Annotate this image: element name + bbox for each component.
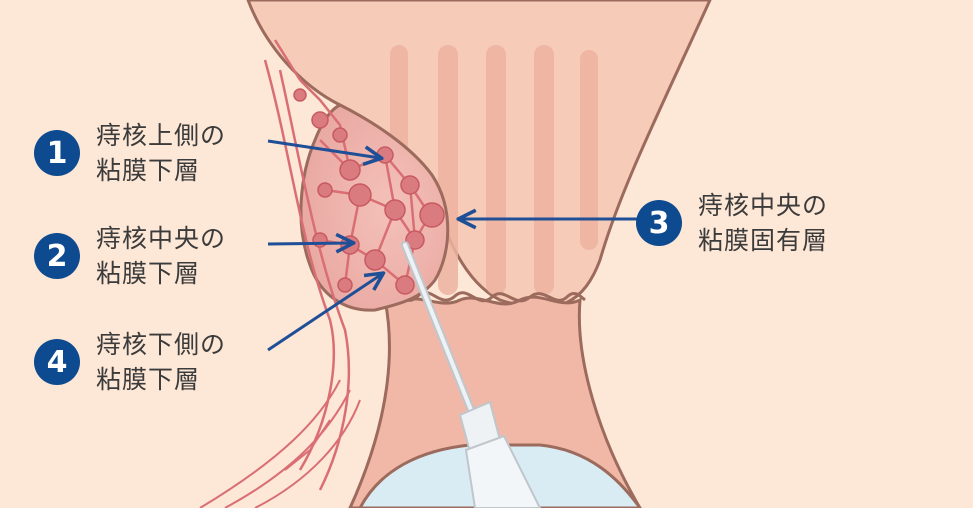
number-badge: 4 [34,339,80,385]
label-line: 痔核中央の [698,191,829,220]
arrow-2 [267,243,352,244]
label-line: 痔核中央の [96,224,227,253]
label-text: 痔核下側の 粘膜下層 [96,327,226,397]
number-badge: 1 [34,130,80,176]
arrow-1 [267,139,380,158]
number-badge: 2 [34,233,80,279]
number-badge: 3 [636,200,682,246]
label-line: 痔核上側の [96,121,227,150]
label-1: 1 痔核上側の 粘膜下層 [34,118,226,188]
lower-vessels [199,379,361,508]
label-text: 痔核中央の 粘膜下層 [96,221,226,291]
label-line: 粘膜下層 [96,365,201,394]
label-text: 痔核上側の 粘膜下層 [96,118,226,188]
label-line: 粘膜下層 [96,156,201,185]
label-3: 3 痔核中央の 粘膜固有層 [636,188,828,258]
label-line: 痔核下側の [96,330,227,359]
label-4: 4 痔核下側の 粘膜下層 [34,327,226,397]
label-text: 痔核中央の 粘膜固有層 [698,188,828,258]
label-2: 2 痔核中央の 粘膜下層 [34,221,226,291]
label-line: 粘膜下層 [96,259,201,288]
label-line: 粘膜固有層 [698,226,829,255]
arrow-4 [267,274,382,352]
injection-needle [401,241,542,508]
